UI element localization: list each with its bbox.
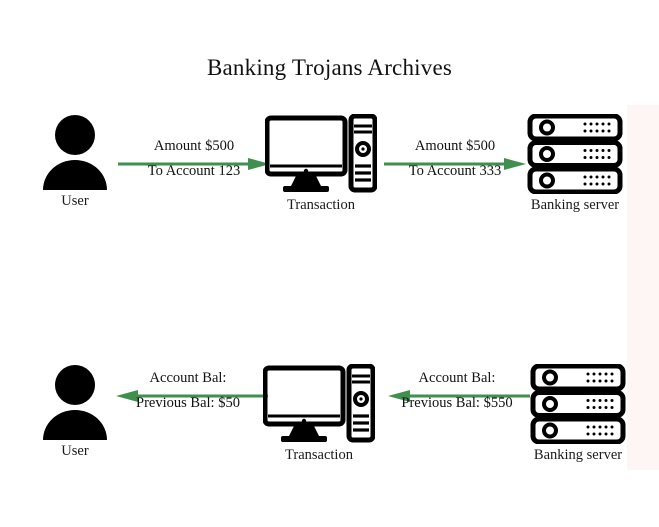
page-title: Banking Trojans Archives [206, 55, 453, 80]
arrow-left-icon [116, 390, 268, 402]
node-label: Transaction [287, 197, 355, 213]
arrow-left-icon [388, 390, 530, 402]
arrow-label-bottom: To Account 333 [408, 163, 502, 179]
arrow-right-icon [384, 158, 526, 170]
transaction-to-server-arrow: Amount $500 To Account 333 [384, 138, 526, 179]
transaction-to-user-arrow: Account Bal: Previous Bal: $50 [108, 370, 268, 411]
user-to-transaction-arrow: Amount $500 To Account 123 [118, 138, 270, 179]
arrow-label-bottom: To Account 123 [147, 163, 241, 179]
node-label: Transaction [285, 447, 353, 463]
arrow-label-top: Account Bal: [149, 370, 227, 386]
server-stack-icon [515, 112, 635, 194]
node-user-bottom: User [28, 362, 122, 460]
arrow-label-bottom: Previous Bal: $50 [136, 395, 240, 411]
server-to-transaction-arrow: Account Bal: Previous Bal: $550 [384, 370, 530, 411]
node-label: User [61, 193, 89, 209]
node-label: Banking server [533, 447, 623, 463]
user-icon [28, 112, 122, 190]
desktop-computer-icon [258, 112, 384, 194]
arrow-label-top: Amount $500 [414, 138, 496, 154]
arrow-label-bottom: Previous Bal: $550 [401, 395, 513, 411]
right-accent-band [627, 105, 659, 470]
node-label: Banking server [530, 197, 620, 213]
arrow-right-icon [118, 158, 270, 170]
arrow-label-top: Account Bal: [418, 370, 496, 386]
arrow-label-top: Amount $500 [153, 138, 235, 154]
node-transaction-bottom: Transaction [256, 362, 382, 464]
node-transaction-top: Transaction [258, 112, 384, 214]
node-banking-server-bottom: Banking server [518, 362, 638, 464]
desktop-computer-icon [256, 362, 382, 444]
server-stack-icon [518, 362, 638, 444]
user-icon [28, 362, 122, 440]
node-user-top: User [28, 112, 122, 210]
node-label: User [61, 443, 89, 459]
node-banking-server-top: Banking server [515, 112, 635, 214]
